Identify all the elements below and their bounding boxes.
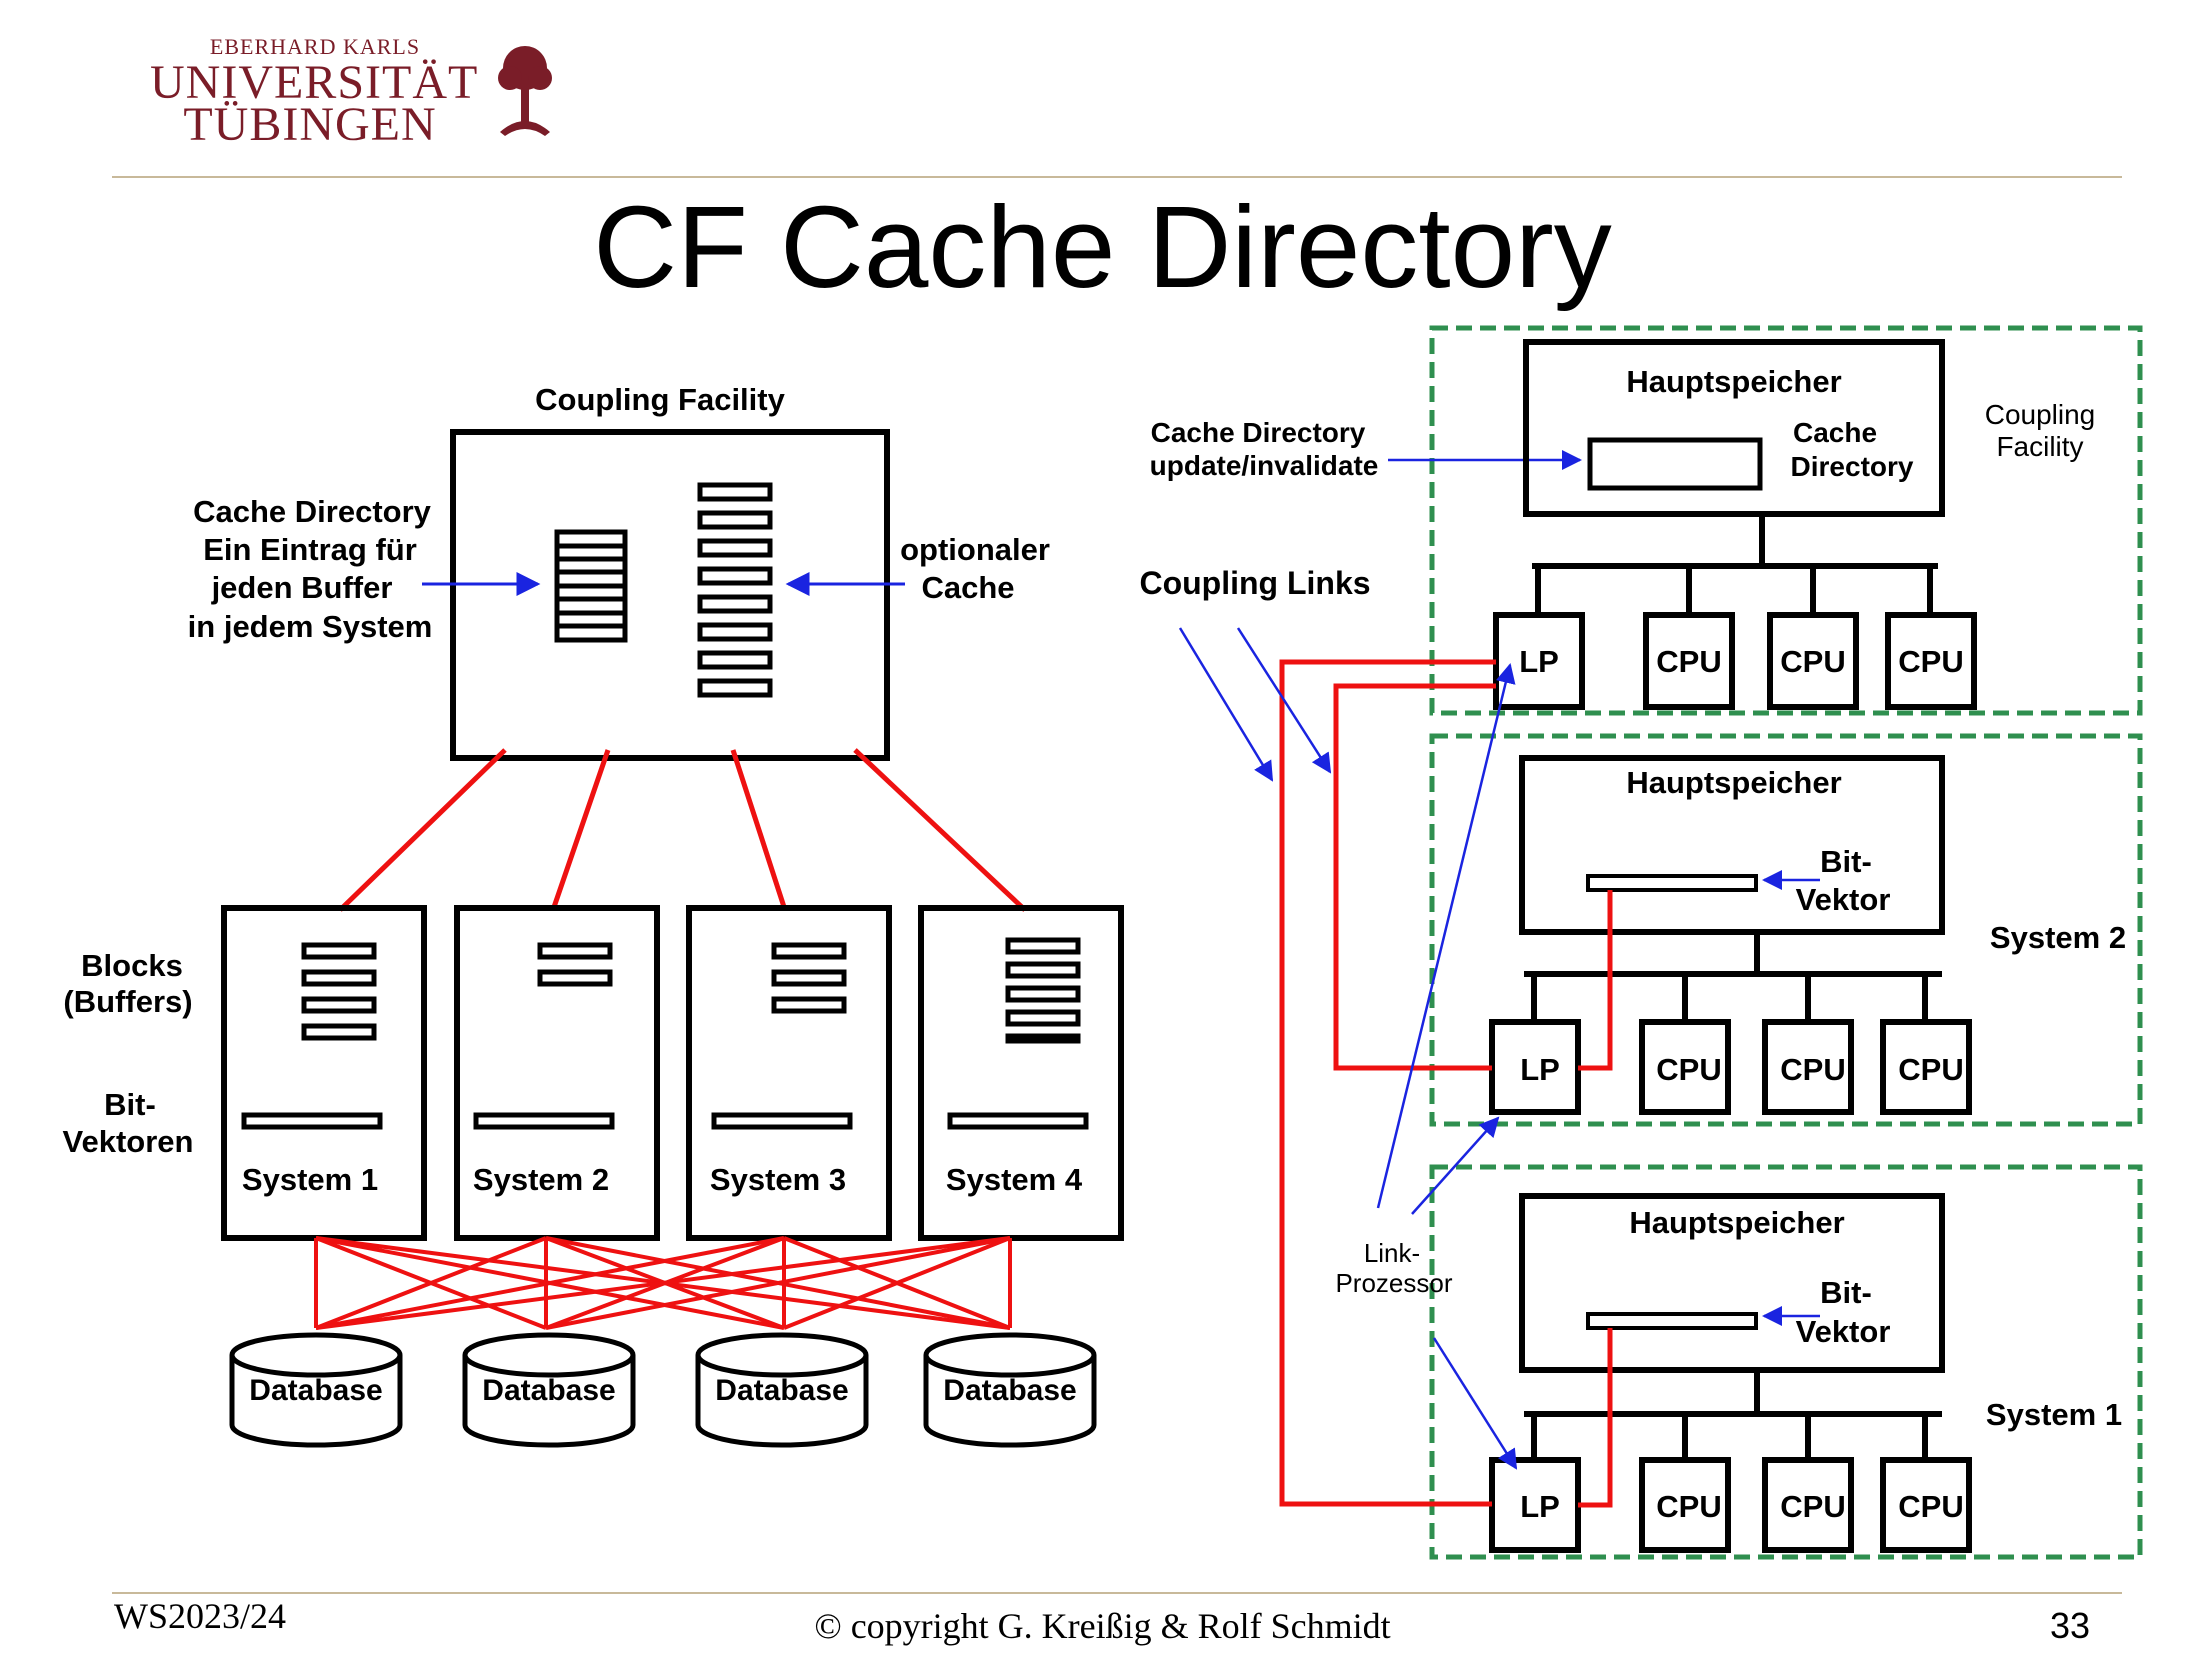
cpu-unit: CPU (1898, 1052, 1963, 1087)
system2-bus (1524, 932, 1942, 1022)
svg-text:Cache Directory: Cache Directory (193, 494, 432, 529)
svg-text:Bit-: Bit- (1820, 844, 1872, 879)
optional-cache-stack (697, 482, 773, 698)
coupling-facility-label: Coupling Facility (535, 382, 785, 417)
system-label: System 2 (473, 1162, 609, 1197)
bit-vector-bar (1586, 874, 1758, 892)
cpu-unit: CPU (1780, 644, 1845, 679)
svg-text:Ein Eintrag für: Ein Eintrag für (203, 532, 417, 567)
svg-text:Coupling Links: Coupling Links (1139, 565, 1370, 601)
coupling-link-lines (1279, 659, 1613, 1508)
system-box: System 2 (454, 905, 660, 1241)
boundary-boxes (1429, 325, 2143, 1560)
cpu-unit: CPU (1780, 1489, 1845, 1524)
svg-text:Bit-: Bit- (1820, 1275, 1872, 1310)
svg-text:Cache Directory: Cache Directory (1151, 417, 1366, 448)
system1-memory-box: Hauptspeicher Bit- Vektor (1519, 1193, 1945, 1373)
svg-text:in jedem System: in jedem System (188, 609, 433, 644)
cpu-unit: CPU (1780, 1052, 1845, 1087)
footer-page-number: 33 (2050, 1605, 2091, 1646)
svg-text:(Buffers): (Buffers) (63, 984, 192, 1019)
svg-text:Vektoren: Vektoren (63, 1124, 194, 1159)
database-cylinder: Database (462, 1332, 636, 1448)
cache-directory-bar (1587, 437, 1763, 491)
svg-text:Link-: Link- (1364, 1238, 1420, 1268)
slide-title: CF Cache Directory (593, 182, 1612, 312)
cpu-unit: CPU (1656, 1489, 1721, 1524)
svg-text:Blocks: Blocks (81, 948, 183, 983)
system1-side-label: System 1 (1986, 1397, 2122, 1432)
database-cylinder: Database (923, 1332, 1097, 1448)
cpu-unit: CPU (1898, 644, 1963, 679)
header-rule (112, 176, 2122, 178)
svg-text:Database: Database (249, 1374, 382, 1407)
footer-rule (112, 1592, 2122, 1594)
svg-text:Database: Database (715, 1374, 848, 1407)
link-processor-label: Link- Prozessor (1335, 1238, 1452, 1298)
cf-system-links (338, 748, 1027, 912)
footer-semester: WS2023/24 (114, 1596, 287, 1636)
svg-text:update/invalidate: update/invalidate (1150, 450, 1379, 481)
svg-text:Facility: Facility (1996, 431, 2083, 462)
database-cylinder: Database (229, 1332, 403, 1448)
bit-vector-bar (1586, 1312, 1758, 1330)
svg-text:Hauptspeicher: Hauptspeicher (1629, 1205, 1844, 1240)
optional-cache-label: optionaler Cache (900, 532, 1050, 605)
cf-bus (1532, 514, 1938, 615)
svg-text:Directory: Directory (1791, 451, 1914, 482)
system2-unit-row (1489, 1019, 1972, 1115)
svg-text:Database: Database (482, 1374, 615, 1407)
system2-side-label: System 2 (1990, 920, 2126, 955)
system-label: System 4 (946, 1162, 1083, 1197)
svg-text:Prozessor: Prozessor (1335, 1268, 1452, 1298)
blocks-label: Blocks (Buffers) (63, 948, 192, 1019)
tree-logo-icon (498, 46, 552, 136)
svg-text:Bit-: Bit- (104, 1087, 156, 1122)
coupling-links-label: Coupling Links (1139, 565, 1370, 601)
svg-text:Hauptspeicher: Hauptspeicher (1626, 765, 1841, 800)
system-label: System 3 (710, 1162, 846, 1197)
lp-unit: LP (1520, 1052, 1560, 1087)
system2-memory-box: Hauptspeicher Bit- Vektor (1519, 755, 1945, 935)
logo-line-1: EBERHARD KARLS (209, 34, 421, 59)
lp-unit: LP (1520, 1489, 1560, 1524)
cpu-unit: CPU (1656, 1052, 1721, 1087)
svg-text:Cache: Cache (1793, 417, 1877, 448)
svg-text:Coupling: Coupling (1985, 399, 2096, 430)
database-cylinder: Database (695, 1332, 869, 1448)
logo-line-2: UNIVERSITÄT (150, 56, 479, 109)
cache-dir-update-label: Cache Directory update/invalidate (1150, 417, 1379, 481)
system-box: System 4 (918, 905, 1124, 1241)
system-box: System 1 (221, 905, 427, 1241)
lp-unit: LP (1519, 644, 1559, 679)
svg-text:jeden Buffer: jeden Buffer (211, 570, 393, 605)
link-processor-arrows (1376, 663, 1518, 1470)
footer-copyright: © copyright G. Kreißig & Rolf Schmidt (814, 1606, 1391, 1646)
svg-text:Database: Database (943, 1374, 1076, 1407)
cpu-unit: CPU (1898, 1489, 1963, 1524)
cf-memory-box: Hauptspeicher Cache Directory (1523, 339, 1945, 517)
system-box: System 3 (686, 905, 892, 1241)
svg-text:Vektor: Vektor (1796, 882, 1891, 917)
coupling-facility-box (450, 429, 890, 761)
cpu-unit: CPU (1656, 644, 1721, 679)
svg-text:Cache: Cache (921, 570, 1014, 605)
cache-directory-stack (554, 529, 628, 643)
svg-text:optionaler: optionaler (900, 532, 1050, 567)
cache-directory-label: Cache Directory Ein Eintrag für jeden Bu… (188, 494, 433, 644)
coupling-facility-side-label: Coupling Facility (1985, 399, 2096, 462)
svg-text:Hauptspeicher: Hauptspeicher (1626, 364, 1841, 399)
svg-text:Vektor: Vektor (1796, 1314, 1891, 1349)
system-label: System 1 (242, 1162, 378, 1197)
system1-bus (1524, 1370, 1942, 1460)
logo-line-3: TÜBINGEN (183, 98, 437, 151)
coupling-links-arrows (1178, 627, 1332, 782)
bitvectors-label: Bit- Vektoren (63, 1087, 194, 1159)
system-database-mesh (314, 1236, 1012, 1330)
